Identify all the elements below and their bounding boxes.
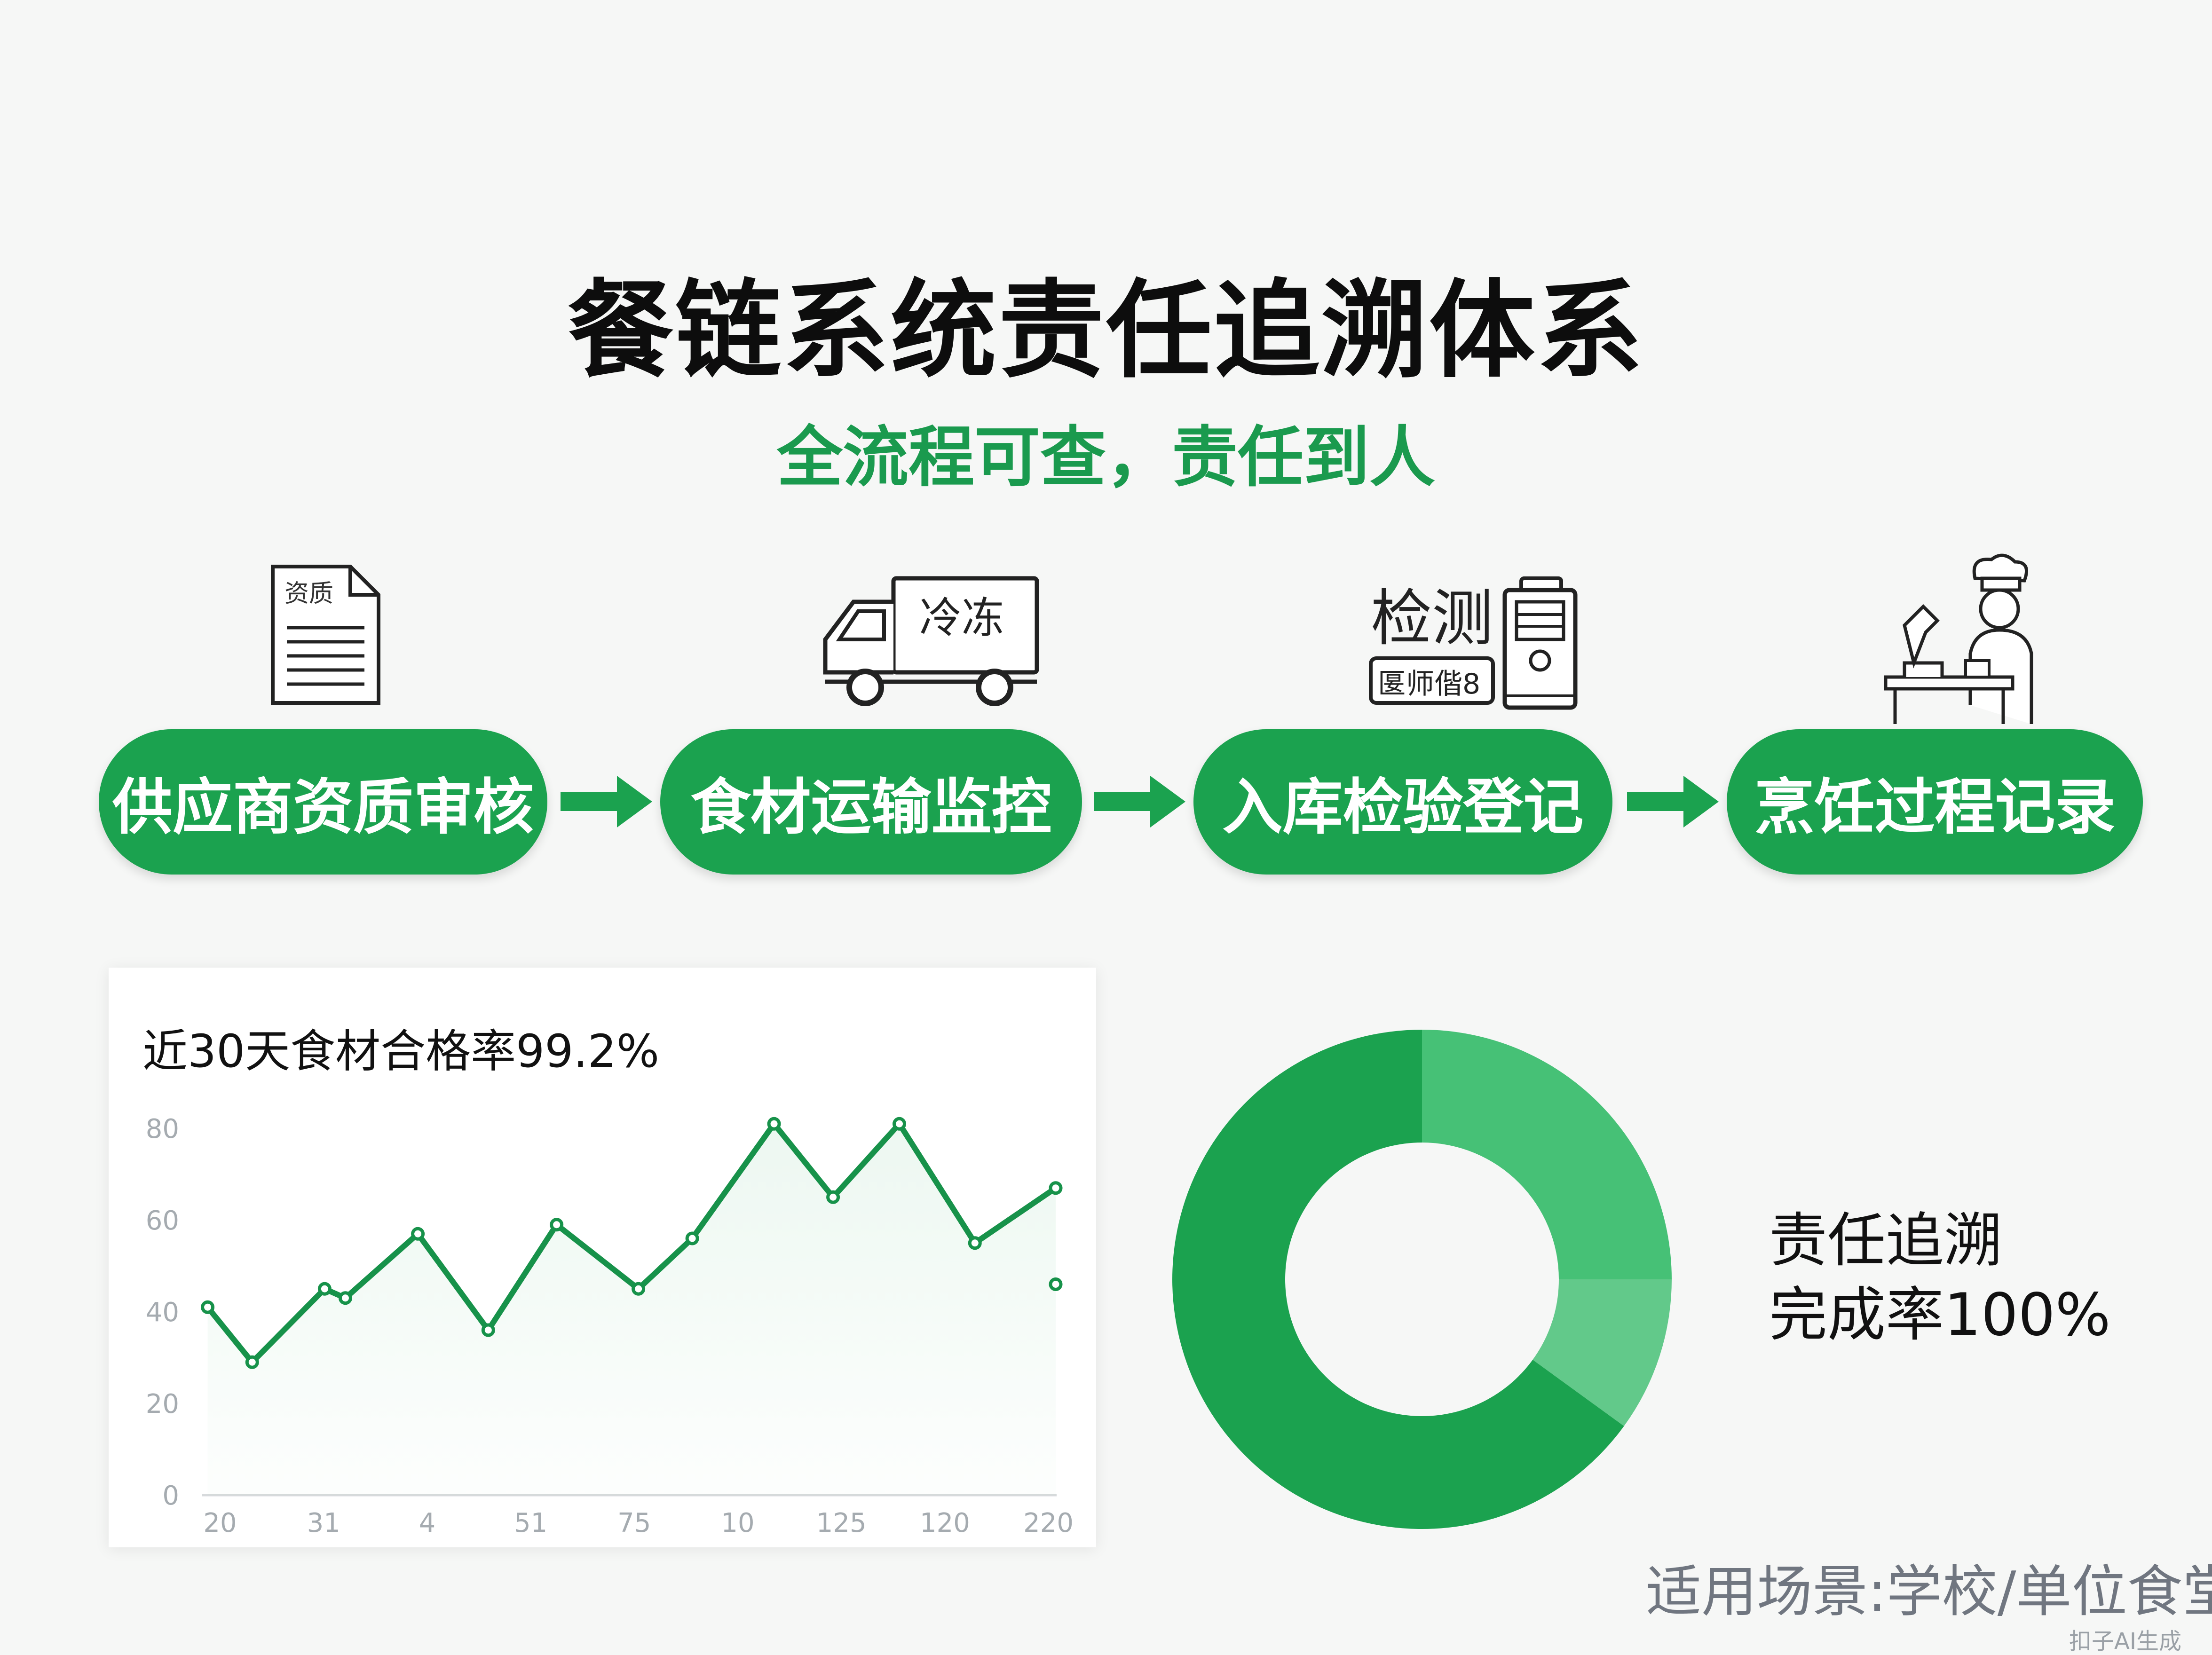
- y-tick-label: 40: [146, 1297, 179, 1328]
- data-point: [317, 1282, 332, 1296]
- completion-donut-chart: [1172, 1030, 1672, 1529]
- inspection-label: 检测: [1371, 583, 1493, 654]
- series-area: [207, 1124, 1056, 1495]
- data-point: [411, 1227, 425, 1241]
- x-tick-label: 31: [307, 1508, 340, 1538]
- inspection-device-icon: 检测 匽师偕8: [1369, 576, 1578, 710]
- page-title: 餐链系统责任追溯体系: [568, 269, 1644, 393]
- x-tick-label: 120: [920, 1508, 970, 1538]
- data-point: [245, 1355, 259, 1369]
- page-subtitle: 全流程可查，责任到人: [776, 419, 1435, 496]
- data-point: [767, 1117, 781, 1131]
- donut-label-line1: 责任追溯: [1769, 1207, 2003, 1275]
- arrow-right-icon: [1627, 776, 1719, 828]
- step-supplier-qualification[interactable]: 供应商资质审核: [99, 729, 547, 875]
- x-tick-label: 20: [203, 1508, 237, 1538]
- watermark: 扣子AI生成: [2069, 1628, 2181, 1655]
- data-point: [550, 1218, 564, 1232]
- x-tick-label: 75: [617, 1508, 651, 1538]
- x-tick-label: 51: [514, 1508, 547, 1538]
- x-tick-label: 220: [1023, 1508, 1074, 1538]
- donut-label: 责任追溯 完成率100%: [1769, 1204, 2111, 1352]
- step-transport-monitoring[interactable]: 食材运输监控: [660, 729, 1082, 875]
- step-cooking-record[interactable]: 烹饪过程记录: [1727, 729, 2143, 875]
- y-tick-label: 0: [162, 1481, 179, 1511]
- data-point: [632, 1282, 646, 1296]
- donut-slice: [1422, 1030, 1672, 1279]
- data-point: [1049, 1277, 1063, 1291]
- data-point: [893, 1117, 907, 1131]
- x-tick-label: 4: [419, 1508, 436, 1538]
- truck-icon-text: 冷冻: [919, 593, 1004, 643]
- chef-microscope-icon: [1884, 553, 2033, 724]
- y-tick-label: 20: [146, 1389, 179, 1419]
- data-point: [1049, 1181, 1063, 1195]
- y-tick-label: 60: [146, 1206, 179, 1236]
- data-point: [338, 1291, 352, 1305]
- data-point: [826, 1190, 840, 1204]
- document-icon-text: 资质: [284, 580, 333, 608]
- chart-title: 近30天食材合格率99.2%: [142, 1025, 660, 1078]
- data-point: [968, 1236, 982, 1250]
- donut-label-line2: 完成率100%: [1769, 1281, 2111, 1349]
- inspection-sublabel: 匽师偕8: [1378, 668, 1480, 701]
- data-point: [201, 1300, 215, 1314]
- truck-icon: 冷冻: [823, 576, 1039, 706]
- donut-slice: [1172, 1030, 1624, 1529]
- data-point: [481, 1323, 495, 1337]
- pass-rate-chart-card: 近30天食材合格率99.2% 0 20 40 60 80 20 31 4 51 75 10 125 12…: [109, 968, 1096, 1547]
- line-chart: 0 20 40 60 80 20 31 4 51 75 10 125 120 220: [146, 1114, 1074, 1538]
- data-point: [685, 1231, 699, 1245]
- y-tick-label: 80: [146, 1114, 179, 1144]
- document-icon: 资质: [271, 565, 380, 705]
- arrow-right-icon: [561, 776, 652, 828]
- footer-scenario: 适用场景:学校/单位食堂: [1646, 1559, 2212, 1624]
- x-tick-label: 10: [721, 1508, 754, 1538]
- donut-slice: [1533, 1279, 1672, 1426]
- step-inbound-inspection[interactable]: 入库检验登记: [1193, 729, 1612, 875]
- arrow-right-icon: [1094, 776, 1185, 828]
- x-tick-label: 125: [816, 1508, 867, 1538]
